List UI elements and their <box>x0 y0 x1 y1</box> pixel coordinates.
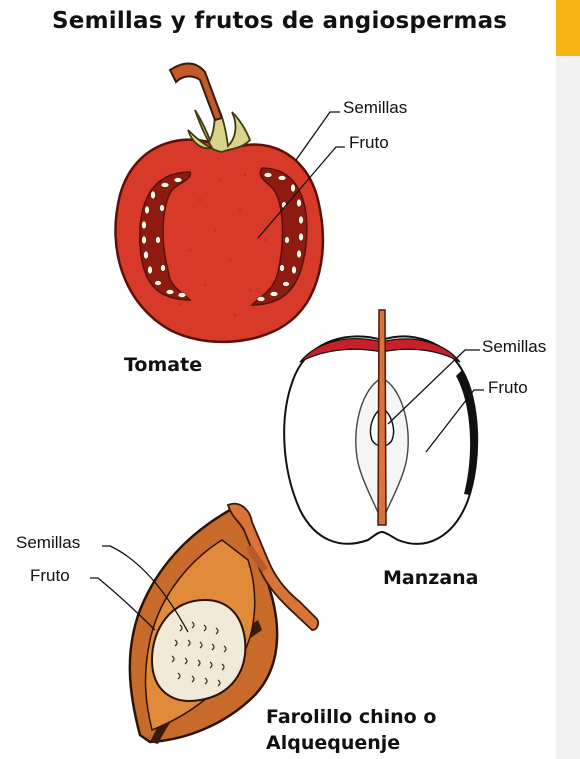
physalis-seeds-label: Semillas <box>16 533 80 553</box>
apple-illustration <box>284 310 484 544</box>
apple-stem <box>378 310 386 525</box>
apple-name: Manzana <box>383 567 478 589</box>
tomato-seeds-label: Semillas <box>343 98 407 118</box>
right-scroll-strip <box>556 0 580 759</box>
physalis-fruit-label: Fruto <box>30 566 70 586</box>
apple-fruit-label: Fruto <box>488 378 528 398</box>
tomato-illustration <box>115 64 345 342</box>
tomato-fruit-label: Fruto <box>349 133 389 153</box>
accent-tab <box>556 0 580 56</box>
physalis-name-line2: Alquequenje <box>266 732 400 754</box>
physalis-name-line1: Farolillo chino o <box>266 706 436 728</box>
tomato-name: Tomate <box>124 354 202 376</box>
apple-seeds-label: Semillas <box>482 337 556 357</box>
fruits-illustration <box>0 0 556 759</box>
